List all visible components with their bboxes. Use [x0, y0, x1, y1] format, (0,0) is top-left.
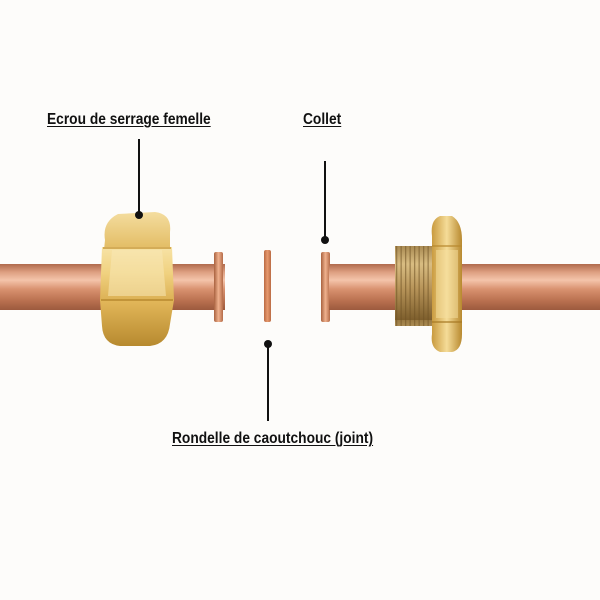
- right-collar-flange: [321, 252, 330, 322]
- right-copper-pipe: [329, 264, 600, 310]
- threaded-male-end: [395, 246, 435, 326]
- gasket-label: Rondelle de caoutchouc (joint): [172, 430, 374, 447]
- rubber-gasket: [264, 250, 271, 322]
- leader-lines: [135, 139, 329, 421]
- collar-label: Collet: [303, 111, 342, 128]
- nut-leader-dot: [135, 211, 143, 219]
- left-collar-flange: [214, 252, 223, 322]
- right-pipe-assembly: [321, 216, 600, 352]
- nut-label: Ecrou de serrage femelle: [47, 111, 211, 128]
- collar-leader-dot: [321, 236, 329, 244]
- gasket-leader-dot: [264, 340, 272, 348]
- female-nut: [100, 212, 174, 346]
